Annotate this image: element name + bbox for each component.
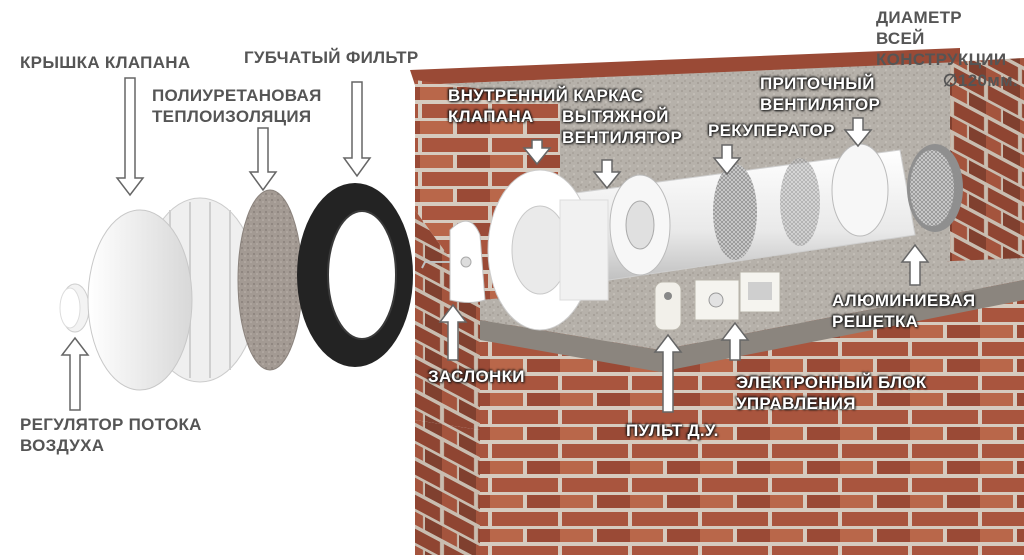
exploded-parts <box>60 183 413 390</box>
label-flow-regulator-line1: РЕГУЛЯТОР ПОТОКА <box>20 414 202 435</box>
label-polyurethane-line2: ТЕПЛОИЗОЛЯЦИЯ <box>152 106 311 127</box>
label-aluminum-grille-line2: РЕШЕТКА <box>832 311 918 332</box>
arrow-valve-cover <box>117 78 143 195</box>
label-diameter-line1: ДИАМЕТР <box>876 7 962 28</box>
label-exhaust-fan-line2: ВЕНТИЛЯТОР <box>562 127 682 148</box>
label-valve-cover: КРЫШКА КЛАПАНА <box>20 52 190 73</box>
polyurethane-insulation <box>238 190 302 370</box>
label-supply-fan-line2: ВЕНТИЛЯТОР <box>760 94 880 115</box>
label-supply-fan-line1: ПРИТОЧНЫЙ <box>760 73 875 94</box>
label-aluminum-grille-line1: АЛЮМИНИЕВАЯ <box>832 290 975 311</box>
label-dampers: ЗАСЛОНКИ <box>428 366 525 387</box>
damper-pivot <box>461 257 471 267</box>
label-inner-frame-line1: ВНУТРЕННИЙ КАРКАС <box>448 85 644 106</box>
recuperator-mesh-2 <box>780 158 820 246</box>
wall-front-side <box>415 420 480 555</box>
label-sponge-filter: ГУБЧАТЫЙ ФИЛЬТР <box>244 47 419 68</box>
remote-button <box>664 292 672 300</box>
flow-regulator-face <box>60 288 80 328</box>
label-diameter-value: ∅120мм. <box>900 70 1018 91</box>
remote-control <box>655 282 681 330</box>
label-recuperator: РЕКУПЕРАТОР <box>708 120 835 141</box>
arrow-sponge-filter <box>344 82 370 176</box>
arrow-flow-regulator <box>62 338 88 410</box>
label-polyurethane-line1: ПОЛИУРЕТАНОВАЯ <box>152 85 322 106</box>
label-inner-frame-line2: КЛАПАНА <box>448 106 534 127</box>
label-control-unit-line1: ЭЛЕКТРОННЫЙ БЛОК <box>736 372 927 393</box>
label-exhaust-fan-line1: ВЫТЯЖНОЙ <box>562 106 669 127</box>
label-remote: ПУЛЬТ Д.У. <box>626 420 719 441</box>
aluminum-grille-mesh <box>910 150 954 226</box>
control-display <box>748 282 772 300</box>
label-control-unit-line2: УПРАВЛЕНИЯ <box>736 393 856 414</box>
label-diameter-line3: КОНСТРУКЦИИ <box>876 49 1006 70</box>
exhaust-fan-hub <box>626 201 654 249</box>
valve-cover-front <box>88 210 192 390</box>
control-knob <box>709 293 723 307</box>
arrow-insulation <box>250 128 276 190</box>
inner-frame-sleeve <box>560 200 608 300</box>
label-diameter-line2: ВСЕЙ <box>876 28 925 49</box>
recuperator-mesh <box>713 164 757 260</box>
label-flow-regulator-line2: ВОЗДУХА <box>20 435 104 456</box>
supply-fan <box>832 144 888 236</box>
